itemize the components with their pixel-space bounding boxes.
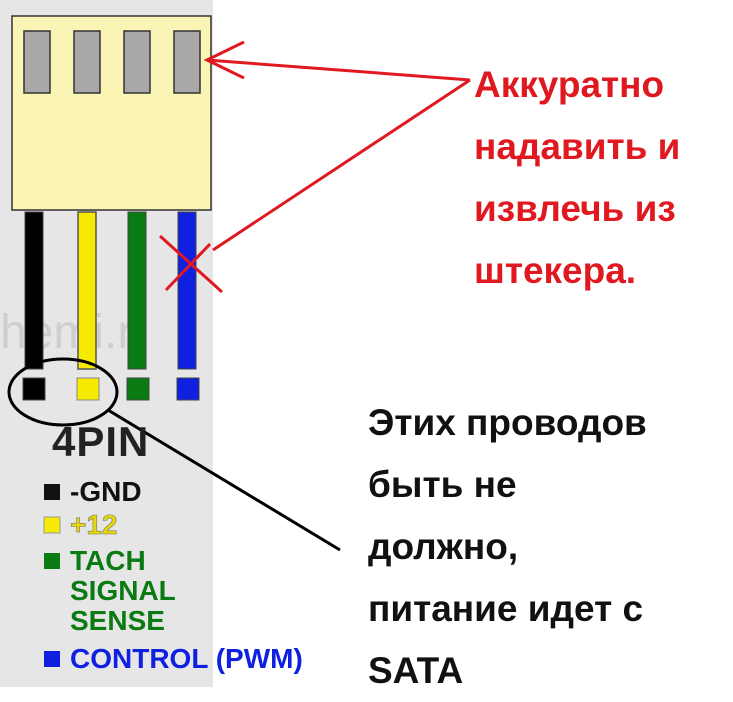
annotation-line: штекера. xyxy=(474,250,637,291)
legend-tach-line: TACH xyxy=(70,545,146,576)
red-pointer-line xyxy=(212,78,471,252)
legend-12v: +12 xyxy=(70,509,118,540)
annotation-line: Этих проводов xyxy=(368,402,647,443)
pin-slot xyxy=(23,30,51,94)
watermark: hemi.r xyxy=(0,306,134,359)
pin-slot xyxy=(73,30,101,94)
red-arrow-line xyxy=(206,58,471,82)
black-pointer-line xyxy=(107,408,341,552)
annotation-line: надавить и xyxy=(474,126,681,167)
red-arrow-head xyxy=(203,40,245,80)
annotation-line: извлечь из xyxy=(474,188,676,229)
pin-slot xyxy=(123,30,151,94)
legend-swatch-tach xyxy=(44,553,60,569)
wire-gnd xyxy=(24,211,44,370)
annotation-line: Аккуратно xyxy=(474,64,665,105)
black-annotation-text: Этих проводов быть не должно, питание ид… xyxy=(368,392,647,702)
annotation-line: питание идет с xyxy=(368,588,644,629)
red-annotation-text: Аккуратно надавить и извлечь из штекера. xyxy=(474,54,680,302)
annotation-line: должно, xyxy=(368,526,519,567)
pinout-diagram: hemi.r 4PIN xyxy=(0,0,680,691)
legend-swatch-control xyxy=(44,651,60,667)
connector-title: 4PIN xyxy=(52,418,150,465)
wire-control xyxy=(177,211,197,370)
legend-tach: TACH SIGNAL SENSE xyxy=(70,546,176,636)
legend-swatch-12v xyxy=(43,516,61,534)
wire-tach xyxy=(127,211,147,370)
legend-control: CONTROL (PWM) xyxy=(70,643,303,674)
wire-12v xyxy=(77,211,97,370)
legend-tach-line: SIGNAL xyxy=(70,575,176,606)
annotation-line: быть не xyxy=(368,464,517,505)
red-cross-stroke xyxy=(164,242,212,292)
legend-gnd: -GND xyxy=(70,476,142,507)
legend-tach-line: SENSE xyxy=(70,605,165,636)
diagram-drawing xyxy=(7,15,471,667)
swatch-12v xyxy=(76,377,100,401)
pin-slot xyxy=(173,30,201,94)
swatch-tach xyxy=(126,377,150,401)
swatch-gnd xyxy=(22,377,46,401)
legend-swatch-gnd xyxy=(44,484,60,500)
swatch-control xyxy=(176,377,200,401)
black-ellipse xyxy=(7,357,119,427)
annotation-line: SATA xyxy=(368,650,464,691)
